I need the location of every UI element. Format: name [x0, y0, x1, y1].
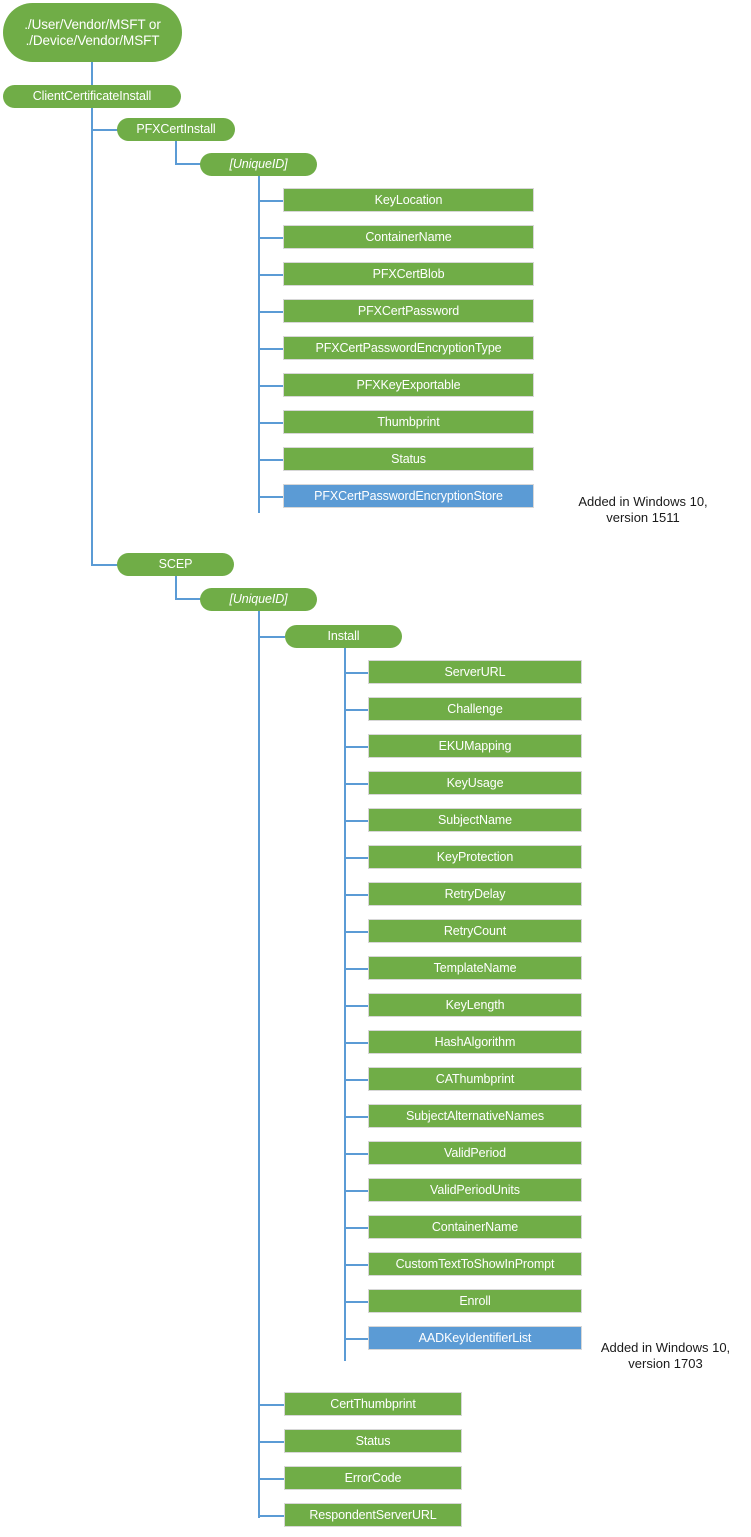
node-root[interactable]: ./User/Vendor/MSFT or ./Device/Vendor/MS… [3, 3, 182, 62]
connector-stub [258, 311, 283, 313]
node-serverurl[interactable]: ServerURL [368, 660, 582, 684]
node-challenge[interactable]: Challenge [368, 697, 582, 721]
connector-stub [344, 1264, 368, 1266]
node-cathumbprint[interactable]: CAThumbprint [368, 1067, 582, 1091]
node-subjectname[interactable]: SubjectName [368, 808, 582, 832]
node-retrydelay[interactable]: RetryDelay [368, 882, 582, 906]
connector-stub [258, 1404, 284, 1406]
node-certthumbprint[interactable]: CertThumbprint [284, 1392, 462, 1416]
connector-stub [344, 783, 368, 785]
connector-stub [344, 1338, 368, 1340]
node-containername[interactable]: ContainerName [283, 225, 534, 249]
connector-stub [344, 968, 368, 970]
connector-scep-down [175, 576, 177, 599]
node-keyprotection[interactable]: KeyProtection [368, 845, 582, 869]
node-pfxkeyexportable[interactable]: PFXKeyExportable [283, 373, 534, 397]
node-install[interactable]: Install [285, 625, 402, 648]
node-keyusage[interactable]: KeyUsage [368, 771, 582, 795]
connector-stub [258, 422, 283, 424]
connector-stub [344, 1079, 368, 1081]
node-validperiod[interactable]: ValidPeriod [368, 1141, 582, 1165]
root-line-2: ./Device/Vendor/MSFT [25, 32, 160, 48]
connector-stub [258, 274, 283, 276]
node-ekumapping[interactable]: EKUMapping [368, 734, 582, 758]
connector-root-to-clientcertificateinstall [91, 62, 93, 92]
connector-stub [344, 894, 368, 896]
connector-stub [344, 1190, 368, 1192]
connector-to-install [258, 636, 285, 638]
node-enroll[interactable]: Enroll [368, 1289, 582, 1313]
connector-stub [344, 931, 368, 933]
annotation-aadkeyidentifierlist: Added in Windows 10, version 1703 [600, 1340, 731, 1372]
node-status[interactable]: Status [284, 1429, 462, 1453]
node-errorcode[interactable]: ErrorCode [284, 1466, 462, 1490]
annotation-pfxcertpasswordencryptionstore: Added in Windows 10, version 1511 [578, 494, 708, 526]
connector-stub [258, 1478, 284, 1480]
node-validperiodunits[interactable]: ValidPeriodUnits [368, 1178, 582, 1202]
connector-to-scep [91, 564, 118, 566]
node-containername[interactable]: ContainerName [368, 1215, 582, 1239]
root-line-1: ./User/Vendor/MSFT or [24, 16, 161, 32]
connector-stub [258, 1441, 284, 1443]
node-pfxcertpasswordencryptiontype[interactable]: PFXCertPasswordEncryptionType [283, 336, 534, 360]
node-hashalgorithm[interactable]: HashAlgorithm [368, 1030, 582, 1054]
node-keylength[interactable]: KeyLength [368, 993, 582, 1017]
connector-stub [258, 237, 283, 239]
node-pfx-uniqueid[interactable]: [UniqueID] [200, 153, 317, 176]
connector-stub [344, 709, 368, 711]
connector-stub [258, 200, 283, 202]
connector-stub [344, 1153, 368, 1155]
connector-stub [258, 1515, 284, 1517]
connector-stub [258, 496, 283, 498]
node-keylocation[interactable]: KeyLocation [283, 188, 534, 212]
connector-scep-to-uniqueid [175, 598, 202, 600]
connector-stub [344, 820, 368, 822]
connector-stub [344, 746, 368, 748]
connector-pfxcertinstall-to-uniqueid [175, 163, 202, 165]
connector-stub [344, 1005, 368, 1007]
connector-stub [344, 1042, 368, 1044]
connector-stub [344, 1227, 368, 1229]
connector-stub [344, 857, 368, 859]
connector-pfxcertinstall-down [175, 141, 177, 164]
node-customtexttoshowinprompt[interactable]: CustomTextToShowInPrompt [368, 1252, 582, 1276]
node-scep[interactable]: SCEP [117, 553, 234, 576]
node-respondentserverurl[interactable]: RespondentServerURL [284, 1503, 462, 1527]
node-thumbprint[interactable]: Thumbprint [283, 410, 534, 434]
connector-to-pfxcertinstall [91, 129, 118, 131]
connector-clientcertificateinstall-spine [91, 107, 93, 566]
node-templatename[interactable]: TemplateName [368, 956, 582, 980]
node-clientcertificateinstall[interactable]: ClientCertificateInstall [3, 85, 181, 108]
connector-stub [258, 385, 283, 387]
node-pfxcertinstall[interactable]: PFXCertInstall [117, 118, 235, 141]
node-status[interactable]: Status [283, 447, 534, 471]
node-subjectalternativenames[interactable]: SubjectAlternativeNames [368, 1104, 582, 1128]
connector-stub [344, 1116, 368, 1118]
node-scep-uniqueid[interactable]: [UniqueID] [200, 588, 317, 611]
node-aadkeyidentifierlist[interactable]: AADKeyIdentifierList [368, 1326, 582, 1350]
node-pfxcertblob[interactable]: PFXCertBlob [283, 262, 534, 286]
connector-stub [344, 672, 368, 674]
node-pfxcertpasswordencryptionstore[interactable]: PFXCertPasswordEncryptionStore [283, 484, 534, 508]
node-retrycount[interactable]: RetryCount [368, 919, 582, 943]
connector-stub [344, 1301, 368, 1303]
connector-stub [258, 348, 283, 350]
connector-pfx-uniqueid-spine [258, 176, 260, 513]
node-pfxcertpassword[interactable]: PFXCertPassword [283, 299, 534, 323]
connector-stub [258, 459, 283, 461]
connector-install-spine [344, 648, 346, 1361]
connector-scep-uniqueid-spine [258, 611, 260, 1518]
